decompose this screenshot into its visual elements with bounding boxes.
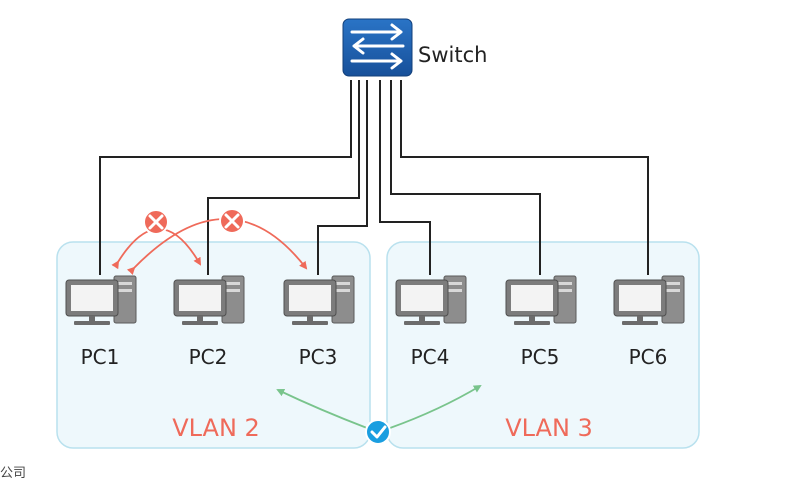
vlan-2-label: VLAN 2 [172, 414, 260, 442]
computer-icon [505, 275, 577, 325]
pc-label: PC5 [521, 345, 560, 369]
switch-wires [99, 80, 649, 275]
computer-icon [613, 275, 685, 325]
computer-icon [395, 275, 467, 325]
wire-pc2 [207, 80, 360, 275]
pc-label: PC4 [411, 345, 450, 369]
computer-icon [65, 275, 137, 325]
pc-2: PC2 [173, 275, 245, 369]
pc-label: PC3 [299, 345, 338, 369]
wire-pc3 [317, 80, 368, 275]
allowed-arrows [276, 384, 482, 429]
computer-icon [283, 275, 355, 325]
pc-6: PC6 [613, 275, 685, 369]
computer-icon [173, 275, 245, 325]
allowed-arrow-to-vlan3 [389, 384, 482, 429]
pc-4: PC4 [395, 275, 467, 369]
wire-pc4 [379, 80, 431, 275]
pc-1: PC1 [65, 275, 137, 369]
wire-pc1 [99, 80, 352, 275]
allowed-check-icon [365, 419, 391, 445]
wire-pc6 [400, 80, 649, 275]
wire-pc5 [390, 80, 541, 275]
switch-device: Switch [342, 18, 487, 77]
footer-note: 公司 [0, 466, 27, 481]
blocked-x-icon [143, 209, 169, 235]
switch-arrows-icon [350, 23, 405, 70]
pc-label: PC1 [81, 345, 120, 369]
pc-group: PC1 PC2 PC3 PC4 PC5 PC6 [65, 275, 685, 369]
pc-3: PC3 [283, 275, 355, 369]
allowed-arrow-to-vlan2 [276, 388, 368, 429]
vlan-3-label: VLAN 3 [505, 414, 593, 442]
blocked-x-icon [219, 208, 245, 234]
pc-5: PC5 [505, 275, 577, 369]
pc-label: PC6 [629, 345, 668, 369]
pc-label: PC2 [189, 345, 228, 369]
switch-label: Switch [418, 43, 487, 67]
